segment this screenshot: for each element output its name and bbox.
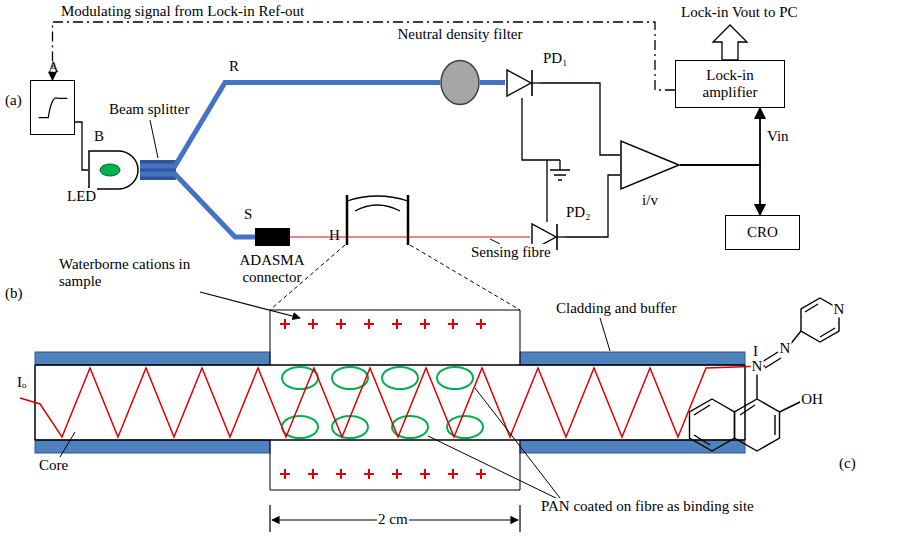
neutral-density-filter-shape (440, 60, 480, 105)
panel-letter: (c) (838, 455, 857, 472)
sample-holder-shape (345, 195, 410, 245)
callout-label: Core (38, 457, 69, 474)
atom-label: N (779, 340, 792, 357)
part-label: B (94, 128, 104, 145)
dimension-line (270, 505, 520, 532)
signal-label: Vin (766, 128, 790, 145)
atom-label: OH (800, 391, 824, 408)
fibre-connector: ADASMA connector (255, 228, 290, 246)
part-label: PD₂ (566, 204, 590, 221)
part-label: Neutral density filter (390, 26, 530, 43)
leader-line (60, 432, 75, 457)
leader-line (600, 318, 610, 351)
oscilloscope-box: CRO (725, 215, 800, 250)
fibre-arm-label: S (243, 206, 253, 223)
box-label: CRO (726, 216, 799, 249)
callout-label: PAN coated on fibre as binding site (540, 498, 755, 515)
part-label: Beam splitter (108, 101, 190, 118)
lock-in-amplifier: Lock-in amplifier (675, 60, 785, 108)
signal-label: Modulating signal from Lock-in Ref-out (60, 3, 305, 20)
sample-holder: H (345, 195, 410, 245)
fibre-section (20, 310, 765, 490)
function-generator: A (30, 80, 75, 135)
photodiode-shape (505, 68, 540, 98)
signal-line (53, 22, 676, 90)
callout-arrow (200, 292, 300, 318)
signal-label: Lock-in Vout to PC (680, 4, 799, 21)
iv-amplifier: i/v (620, 140, 680, 190)
panel-letter: (a) (4, 92, 23, 109)
part-label: PD₁ (543, 50, 567, 67)
signal-line (680, 165, 760, 215)
fibre-connector-shape (255, 228, 290, 246)
intensity-label: Iₒ (16, 374, 27, 391)
signal-line (290, 236, 530, 238)
dimension-label: 2 cm (377, 511, 409, 528)
atom-label: N (751, 358, 764, 375)
ground-wire (522, 98, 570, 222)
pan-structure (690, 298, 840, 451)
callout-label: Waterborne cations in sample (58, 256, 225, 290)
box-label: Lock-in amplifier (676, 61, 784, 107)
callout-label: Cladding and buffer (555, 300, 678, 317)
signal-line (565, 175, 620, 237)
part-label: H (329, 227, 340, 244)
part-label: A (31, 59, 76, 76)
part-label: Sensing fibre (470, 244, 552, 261)
signal-line (75, 122, 88, 170)
part-label: ADASMA connector (227, 252, 317, 286)
part-label: LED (66, 188, 97, 205)
optical-fibre (480, 80, 505, 85)
photodiode: PD₁ (505, 68, 540, 98)
leader-line (428, 436, 560, 500)
neutral-density-filter: Neutral density filter (440, 60, 480, 105)
signal-line (680, 108, 760, 165)
panel-letter: (b) (4, 285, 24, 302)
optical-fibre (140, 174, 255, 237)
atom-label: N (833, 301, 846, 318)
led-source: B (88, 150, 140, 190)
part-label: i/v (620, 192, 680, 209)
optical-fibre (140, 83, 440, 167)
fibre-arm-label: R (228, 58, 240, 75)
iv-amplifier-shape (620, 140, 680, 190)
led-source-shape (88, 150, 140, 190)
beam-splitter (140, 160, 176, 180)
leader-line (475, 388, 560, 498)
function-generator-shape (31, 81, 74, 134)
leader-line (150, 120, 158, 158)
output-arrow (713, 25, 747, 60)
signal-line (540, 83, 620, 155)
